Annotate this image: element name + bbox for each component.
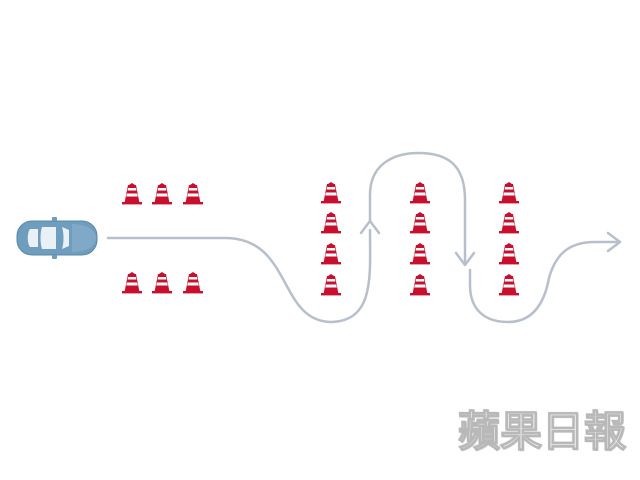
traffic-cone-icon [321, 274, 341, 296]
car-top-view-icon [16, 217, 98, 259]
traffic-cone-icon [152, 272, 172, 294]
route-path-exit [468, 240, 619, 324]
traffic-cone-icon [410, 274, 430, 296]
traffic-cone-icon [499, 243, 519, 265]
traffic-cone-icon [321, 182, 341, 204]
traffic-cone-icon [152, 183, 172, 205]
traffic-cone-icon [499, 212, 519, 234]
traffic-cone-icon [499, 274, 519, 296]
traffic-cone-icon [122, 183, 142, 205]
traffic-cone-icon [183, 272, 203, 294]
traffic-cone-icon [183, 183, 203, 205]
watermark-logo: 蘋果日報 [457, 406, 627, 456]
traffic-cone-icon [410, 212, 430, 234]
route-path-loop [368, 151, 467, 264]
cone-column-2 [410, 182, 430, 296]
traffic-cone-icon [122, 272, 142, 294]
cone-column-3 [499, 182, 519, 296]
traffic-cone-icon [410, 243, 430, 265]
traffic-cone-icon [321, 243, 341, 265]
route-arrowhead-right [606, 231, 622, 253]
traffic-cone-icon [499, 182, 519, 204]
route-arrowhead-down [454, 251, 476, 267]
route-path [106, 228, 372, 324]
traffic-cone-icon [321, 212, 341, 234]
traffic-cone-icon [410, 182, 430, 204]
cone-column-1 [321, 182, 341, 296]
